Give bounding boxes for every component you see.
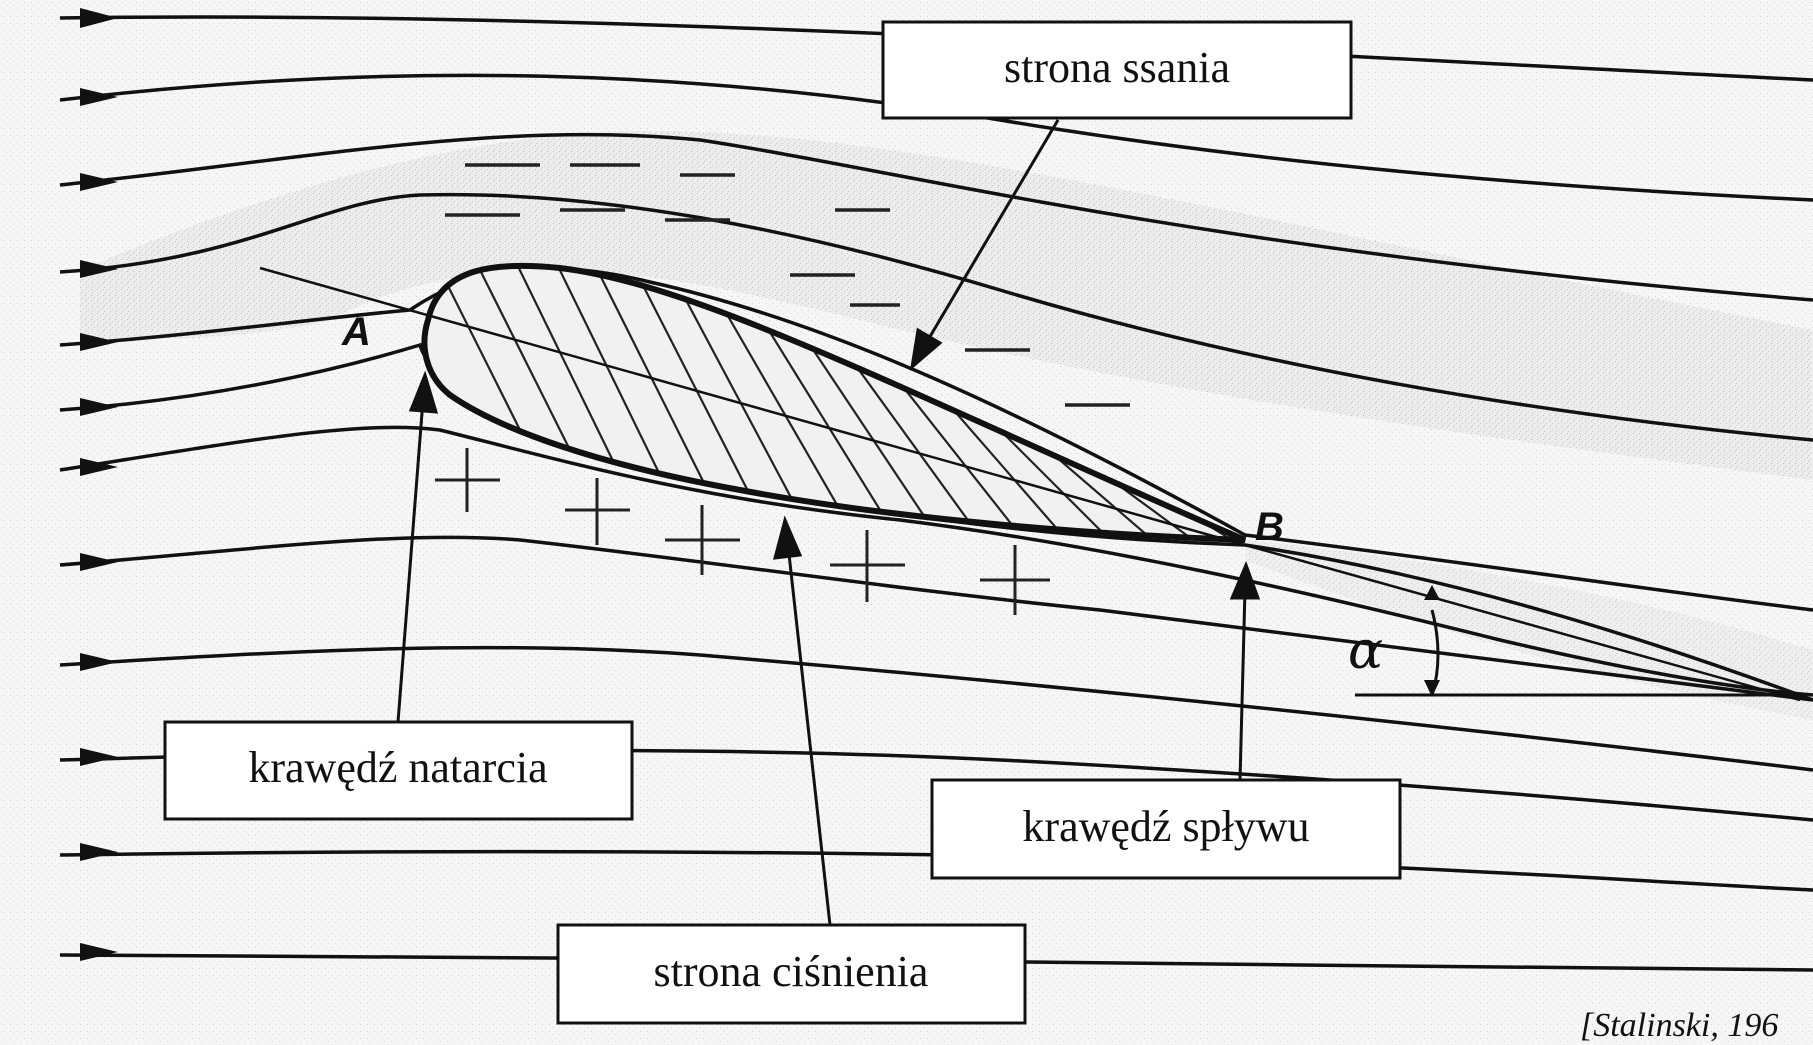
angle-symbol: α [1348, 621, 1383, 681]
label-text: krawędź spływu [1022, 802, 1309, 851]
suction-side-pointer [923, 119, 1060, 346]
label-suction-side: strona ssania [881, 20, 1353, 120]
low-pressure-region [80, 131, 1813, 480]
flow-arrow-icon [80, 748, 118, 766]
label-leading-edge: krawędź natarcia [163, 720, 634, 821]
label-text: strona ciśnienia [654, 947, 929, 996]
flow-arrow-icon [80, 843, 118, 861]
angle-wake-line [1244, 543, 1801, 702]
label-box [556, 923, 1027, 1025]
streamline-12 [59, 953, 1813, 972]
flow-arrow-icon [80, 553, 118, 571]
flow-arrow-icon [80, 458, 118, 476]
streamline-5 [59, 266, 1813, 612]
plus-sign-icon [980, 545, 1050, 615]
point-b-label: B [1255, 505, 1284, 549]
leading-edge-arrowhead-icon [408, 370, 439, 414]
flow-arrow-icon [80, 333, 118, 351]
flow-arrow-icon [80, 260, 118, 278]
angle-of-attack-indicator: α [1244, 543, 1801, 702]
chord-line [259, 266, 1246, 547]
flow-arrow-icon [80, 398, 118, 416]
airfoil [259, 262, 1247, 547]
label-box [881, 20, 1353, 120]
angle-arrow-icon [1424, 585, 1440, 600]
leading-edge-pointer [396, 399, 425, 723]
label-box [163, 720, 634, 821]
label-pressure-side: strona ciśnienia [556, 923, 1027, 1025]
pointer-arrows [396, 119, 1261, 926]
flow-arrow-icon [80, 173, 118, 191]
pressure-plus-signs [435, 448, 1050, 615]
pressure-side-pointer [786, 544, 832, 926]
streamline-9 [59, 645, 1813, 772]
point-a-label: A [341, 310, 371, 354]
source-citation: [Stalinski, 196 [1580, 1007, 1778, 1044]
label-text: strona ssania [1004, 43, 1230, 92]
streamline-4 [59, 192, 1813, 442]
flow-arrow-icon [80, 88, 118, 106]
label-trailing-edge: krawędź spływu [930, 778, 1402, 880]
flow-arrow-icon [80, 943, 118, 961]
flow-arrow-icon [80, 8, 118, 28]
streamline-7 [59, 425, 1813, 697]
plus-sign-icon [665, 505, 740, 575]
streamline-2 [59, 73, 1813, 202]
plus-sign-icon [565, 478, 630, 545]
pressure-side-arrowhead-icon [772, 515, 803, 560]
flow-arrows [80, 8, 118, 961]
airfoil-outline [421, 262, 1247, 543]
label-box [930, 778, 1402, 880]
flow-arrow-icon [80, 653, 118, 671]
streamline-8 [59, 535, 1813, 702]
suction-minus-signs [445, 163, 1130, 407]
angle-arrow-icon [1424, 680, 1440, 697]
plus-sign-icon [830, 530, 905, 602]
plus-sign-icon [435, 448, 500, 512]
trailing-edge-pointer [1238, 589, 1247, 781]
suction-side-arrowhead-icon [909, 327, 943, 371]
label-text: krawędź natarcia [248, 743, 547, 792]
streamline-3 [59, 132, 1813, 302]
trailing-edge-arrowhead-icon [1229, 560, 1261, 600]
